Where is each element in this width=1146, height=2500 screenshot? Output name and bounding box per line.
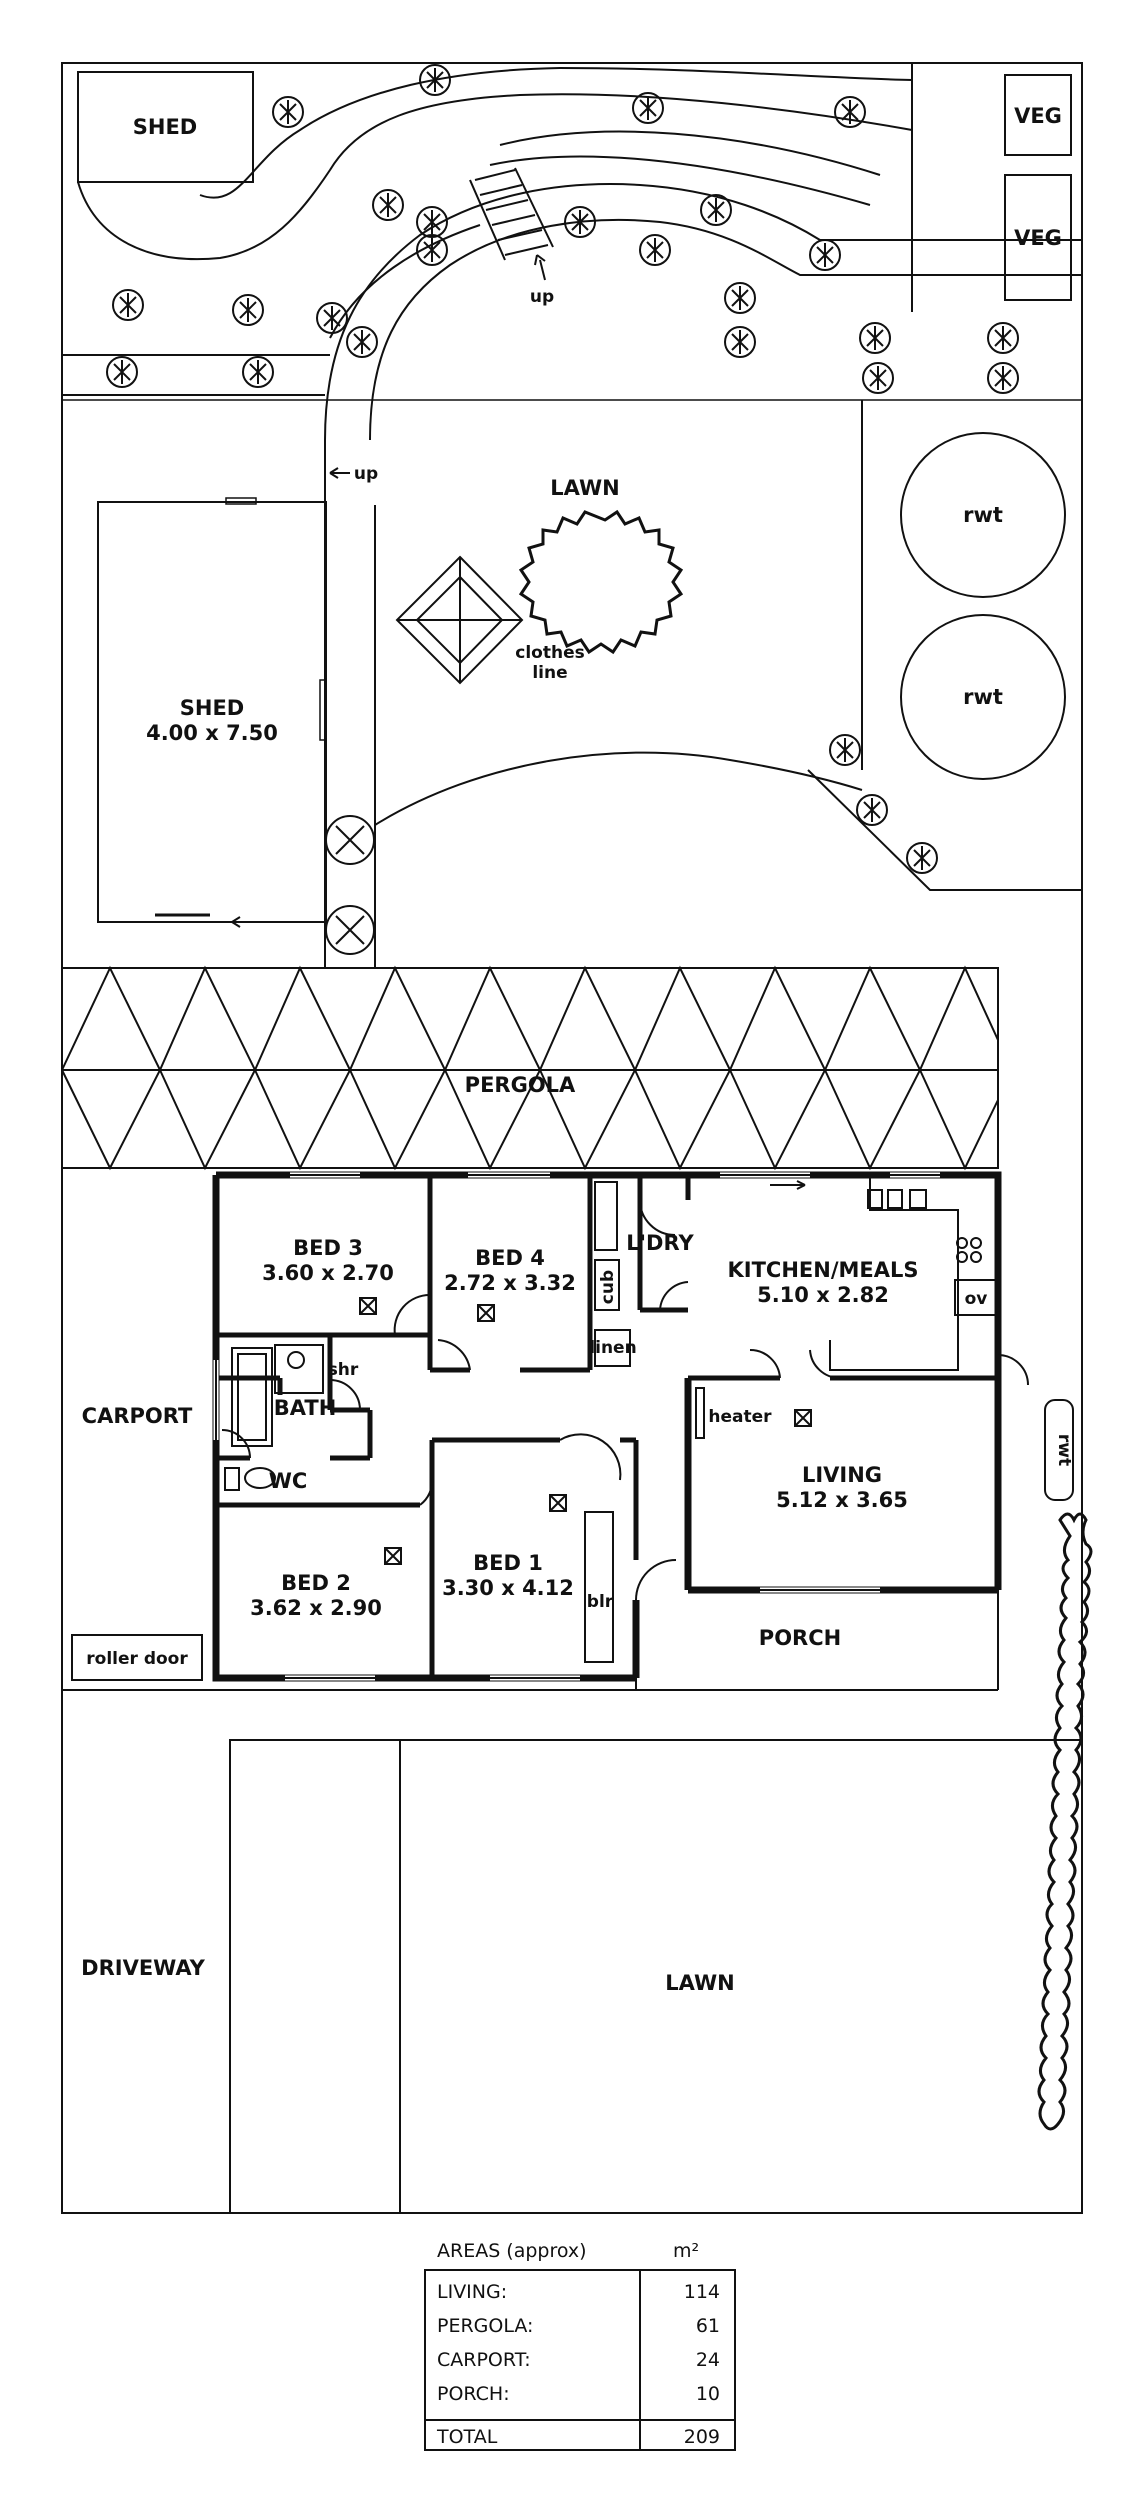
wc-label: WC [269, 1469, 308, 1493]
driveway-label: DRIVEWAY [81, 1956, 205, 1980]
hedge [1037, 1512, 1093, 2131]
linen-label: linen [589, 1338, 636, 1358]
back-lawn-label: LAWN [550, 476, 619, 500]
laundry-label: L'DRY [626, 1231, 694, 1255]
area-total-value: 209 [684, 2426, 720, 2448]
clothes-line-label-1: clothes [515, 643, 584, 663]
living-dim: 5.12 x 3.65 [776, 1488, 908, 1512]
area-row-value: 61 [696, 2315, 720, 2337]
oven-label: ov [965, 1289, 988, 1309]
area-row-value: 24 [696, 2349, 720, 2371]
pergola-label: PERGOLA [465, 1073, 576, 1097]
garden-bed-edge-outer [77, 93, 913, 261]
area-row-value: 114 [684, 2281, 720, 2303]
rwt-3-label: rwt [1054, 1434, 1074, 1466]
large-shed-dim: 4.00 x 7.50 [146, 721, 278, 745]
areas-table: AREAS (approx) m² LIVING: 114 PERGOLA: 6… [424, 2240, 736, 2451]
rwt-2-label: rwt [963, 685, 1003, 709]
garden-arc-inner [489, 155, 871, 206]
steps-up-label: up [530, 287, 554, 307]
garden-shrubs [106, 64, 1019, 955]
house-fixtures [213, 1172, 1029, 1681]
roller-door-label: roller door [86, 1649, 188, 1669]
living-label: LIVING [802, 1463, 882, 1487]
curved-path-outer [324, 183, 1082, 441]
heater-label: heater [708, 1407, 772, 1427]
cupboard-label: cub [598, 1270, 618, 1304]
areas-table-unit: m² [673, 2240, 699, 2262]
garden-arc-upper [499, 130, 881, 176]
clothes-line-symbol [395, 555, 524, 685]
kitchen-dim: 5.10 x 2.82 [757, 1283, 889, 1307]
rwt-tank-2 [900, 614, 1066, 780]
rwt-diagonal-1 [807, 769, 1082, 891]
area-row-label: LIVING: [437, 2281, 507, 2303]
large-shed [97, 497, 327, 923]
veg-bed-2 [1004, 174, 1072, 301]
carport-label: CARPORT [82, 1404, 193, 1428]
porch-label: PORCH [759, 1626, 841, 1650]
rwt-tank-1 [900, 432, 1066, 598]
lawn-tree-icon [518, 509, 684, 655]
area-row-value: 10 [696, 2383, 720, 2405]
front-lawn-label: LAWN [665, 1971, 734, 1995]
lawn-arc-bottom [374, 751, 863, 826]
bed2-label: BED 2 [281, 1571, 351, 1595]
area-total-label: TOTAL [436, 2426, 498, 2448]
area-row-label: PERGOLA: [437, 2315, 533, 2337]
bed4-label: BED 4 [475, 1246, 545, 1270]
bed3-dim: 3.60 x 2.70 [262, 1261, 394, 1285]
rwt-1-label: rwt [963, 503, 1003, 527]
path-up-label: up [354, 464, 378, 484]
bath-label: BATH [274, 1396, 337, 1420]
garden-bed-edge-top [199, 66, 913, 199]
room-labels: SHED VEG VEG up up LAWN rwt rwt clothes … [81, 104, 1074, 1995]
bed4-dim: 2.72 x 3.32 [444, 1271, 576, 1295]
veg-bed-1 [1004, 74, 1072, 156]
steps [469, 167, 554, 261]
bed1-label: BED 1 [473, 1551, 543, 1575]
direction-arrows [231, 254, 546, 928]
garden-arc-low [329, 224, 481, 339]
curved-path-inner [369, 218, 1082, 441]
large-shed-label: SHED [180, 696, 244, 720]
robe-label: blr [587, 1592, 614, 1612]
small-shed-label: SHED [133, 115, 197, 139]
veg-bed-1-label: VEG [1014, 104, 1062, 128]
area-row-label: PORCH: [437, 2383, 510, 2405]
kitchen-label: KITCHEN/MEALS [728, 1258, 919, 1282]
clothes-line-label-2: line [532, 663, 567, 683]
back-garden [62, 63, 1082, 968]
pergola [61, 965, 999, 1171]
bed1-dim: 3.30 x 4.12 [442, 1576, 574, 1600]
area-row-label: CARPORT: [437, 2349, 531, 2371]
bed2-dim: 3.62 x 2.90 [250, 1596, 382, 1620]
areas-table-title: AREAS (approx) [437, 2240, 587, 2262]
site-front [61, 1168, 1083, 2214]
small-shed [77, 71, 254, 183]
bed3-label: BED 3 [293, 1236, 363, 1260]
shower-label: shr [328, 1360, 359, 1380]
veg-bed-2-label: VEG [1014, 226, 1062, 250]
